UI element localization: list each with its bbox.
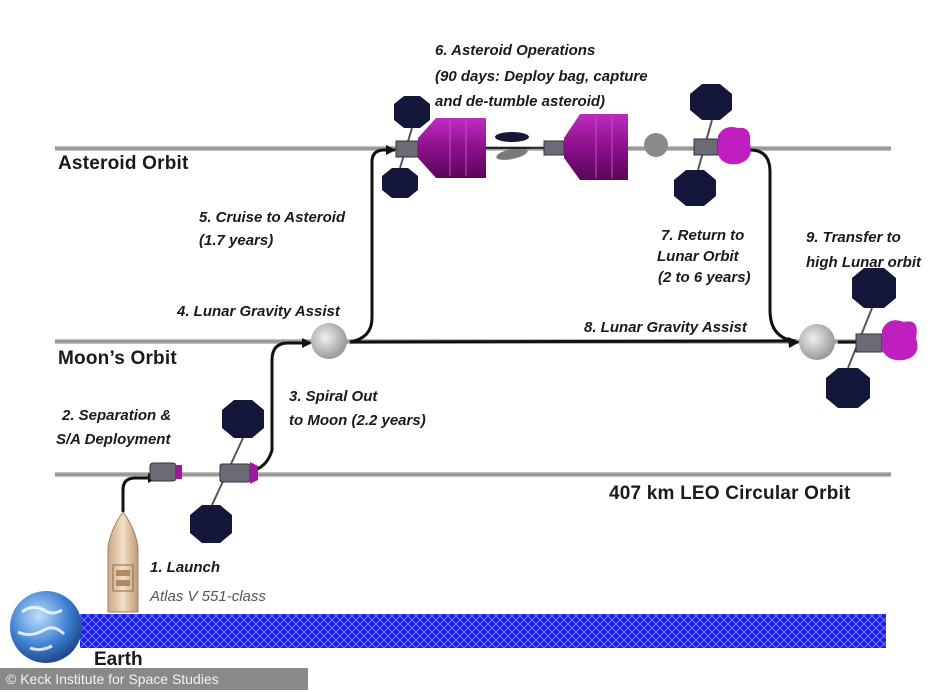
step5-label-line1: 5. Cruise to Asteroid	[199, 209, 346, 226]
trajectory-path	[121, 148, 796, 512]
leo-orbit-line	[55, 472, 891, 477]
step3-label-line2: to Moon (2.2 years)	[289, 412, 426, 429]
step8-label: 8. Lunar Gravity Assist	[584, 319, 747, 336]
leo-orbit-label: 407 km LEO Circular Orbit	[609, 483, 851, 504]
step5-label-line2: (1.7 years)	[199, 232, 274, 249]
spacecraft-lunar-orbit-icon	[826, 268, 918, 408]
step6-label-line2: (90 days: Deploy bag, capture	[435, 68, 648, 85]
arrow-asteroid	[386, 145, 396, 155]
arrow-return-moon	[788, 337, 800, 348]
spacecraft-cruise-icon	[382, 96, 430, 198]
credit-watermark: © Keck Institute for Space Studies	[0, 668, 308, 690]
spacecraft-stowed-icon	[149, 462, 182, 482]
moon-orbit-label: Moon’s Orbit	[58, 348, 177, 369]
step2-label-line2: S/A Deployment	[56, 431, 171, 448]
step9-label-line2: high Lunar orbit	[806, 254, 921, 271]
spacecraft-deployed-icon	[190, 400, 264, 543]
step7-label-line3: (2 to 6 years)	[658, 269, 751, 286]
earth-clouds	[17, 605, 66, 652]
step1-label: 1. Launch	[150, 559, 221, 576]
asteroid-rotating-icon	[486, 132, 530, 160]
step6-label-line1: 6. Asteroid Operations	[435, 42, 596, 59]
step7-label-line1: 7. Return to	[661, 227, 745, 244]
step2-label-line1: 2. Separation &	[62, 407, 172, 424]
asteroid-rock-icon	[644, 133, 668, 157]
spacecraft-captured-icon	[674, 84, 751, 206]
asteroid-orbit-label: Asteroid Orbit	[58, 153, 189, 174]
step6-label-line3: and de-tumble asteroid)	[435, 93, 606, 110]
earth-globe	[10, 591, 82, 663]
lunar-flyby-path	[349, 339, 796, 344]
moon-icon-step4	[311, 323, 347, 359]
step9-label-line1: 9. Transfer to	[806, 229, 901, 246]
moon-icon-step8	[799, 324, 835, 360]
capture-bag-closing-icon	[530, 114, 628, 180]
step4-label: 4. Lunar Gravity Assist	[177, 303, 340, 320]
capture-bag-open-icon	[418, 118, 486, 178]
atlas-rocket-icon	[107, 511, 139, 613]
ground-band	[80, 614, 886, 648]
step7-label-line2: Lunar Orbit	[657, 248, 739, 265]
arrow-moon	[302, 338, 312, 348]
step1-vehicle: Atlas V 551-class	[150, 588, 266, 605]
step3-label-line1: 3. Spiral Out	[289, 388, 378, 405]
earth-label: Earth	[94, 649, 143, 670]
